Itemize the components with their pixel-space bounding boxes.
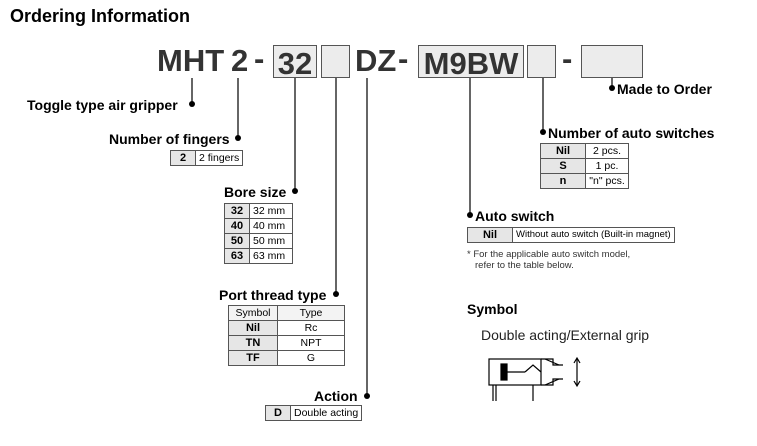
table-header: Type [277, 305, 345, 321]
table-cell: 63 mm [249, 248, 293, 264]
label-toggle-type: Toggle type air gripper [27, 97, 178, 113]
table-cell: 50 [224, 233, 250, 249]
table-cell: 2 fingers [194, 150, 244, 166]
model-prefix: MHT [157, 43, 225, 78]
table-cell: 50 mm [249, 233, 293, 249]
table-cell: 40 [224, 218, 250, 234]
action-table: D Double acting [265, 405, 363, 421]
note-line: refer to the table below. [475, 260, 574, 271]
label-number-of-fingers: Number of fingers [109, 131, 230, 147]
table-row: Nil Without auto switch (Built-in magnet… [467, 227, 675, 243]
note-line: * For the applicable auto switch model, [467, 249, 631, 260]
table-row: D Double acting [265, 405, 363, 421]
thread-code-box [321, 45, 350, 78]
model-dash-1: - [254, 41, 265, 76]
table-cell: "n" pcs. [585, 173, 629, 189]
switch-code-box: M9BW [418, 45, 524, 81]
model-fingers: 2 [231, 43, 249, 78]
auto-switch-note: * For the applicable auto switch model, … [467, 249, 630, 271]
symbol-subtitle: Double acting/External grip [481, 327, 650, 343]
table-header-row: Symbol Type [228, 305, 345, 321]
table-row: 2 2 fingers [170, 150, 244, 166]
made-to-order-box [581, 45, 643, 78]
table-cell: 32 [224, 203, 250, 219]
table-cell: S [540, 158, 586, 174]
gripper-symbol-icon [488, 356, 581, 401]
table-cell: 1 pc. [585, 158, 629, 174]
table-cell: G [277, 350, 345, 366]
label-bore-size: Bore size [224, 184, 287, 200]
table-cell: Nil [467, 227, 513, 243]
table-cell: 2 [170, 150, 196, 166]
symbol-title: Symbol [467, 301, 518, 317]
table-header: Symbol [228, 305, 278, 321]
label-port-thread: Port thread type [219, 287, 327, 303]
model-dash-2: - [398, 41, 409, 76]
table-cell: Rc [277, 320, 345, 336]
table-cell: 63 [224, 248, 250, 264]
table-cell: 32 mm [249, 203, 293, 219]
bore-code: 32 [277, 46, 313, 81]
table-cell: 40 mm [249, 218, 293, 234]
switch-code: M9BW [423, 46, 519, 81]
table-cell: Nil [228, 320, 278, 336]
model-action: DZ [355, 43, 397, 78]
table-cell: TF [228, 350, 278, 366]
label-number-of-switches: Number of auto switches [548, 125, 715, 141]
table-cell: Double acting [289, 405, 363, 421]
table-cell: n [540, 173, 586, 189]
table-cell: Nil [540, 143, 586, 159]
label-made-to-order: Made to Order [617, 81, 712, 97]
fingers-table: 2 2 fingers [170, 150, 244, 166]
table-cell: TN [228, 335, 278, 351]
auto-switch-table: Nil Without auto switch (Built-in magnet… [467, 227, 675, 243]
page-title: Ordering Information [10, 6, 190, 26]
switch-count-box [527, 45, 556, 78]
model-dash-3: - [562, 41, 573, 76]
table-cell: 2 pcs. [585, 143, 629, 159]
table-cell: Without auto switch (Built-in magnet) [512, 227, 675, 243]
label-action: Action [314, 388, 358, 404]
table-cell: D [265, 405, 291, 421]
label-auto-switch: Auto switch [475, 208, 555, 224]
table-row: n"n" pcs. [540, 173, 629, 189]
table-cell: NPT [277, 335, 345, 351]
bore-code-box: 32 [273, 45, 317, 81]
